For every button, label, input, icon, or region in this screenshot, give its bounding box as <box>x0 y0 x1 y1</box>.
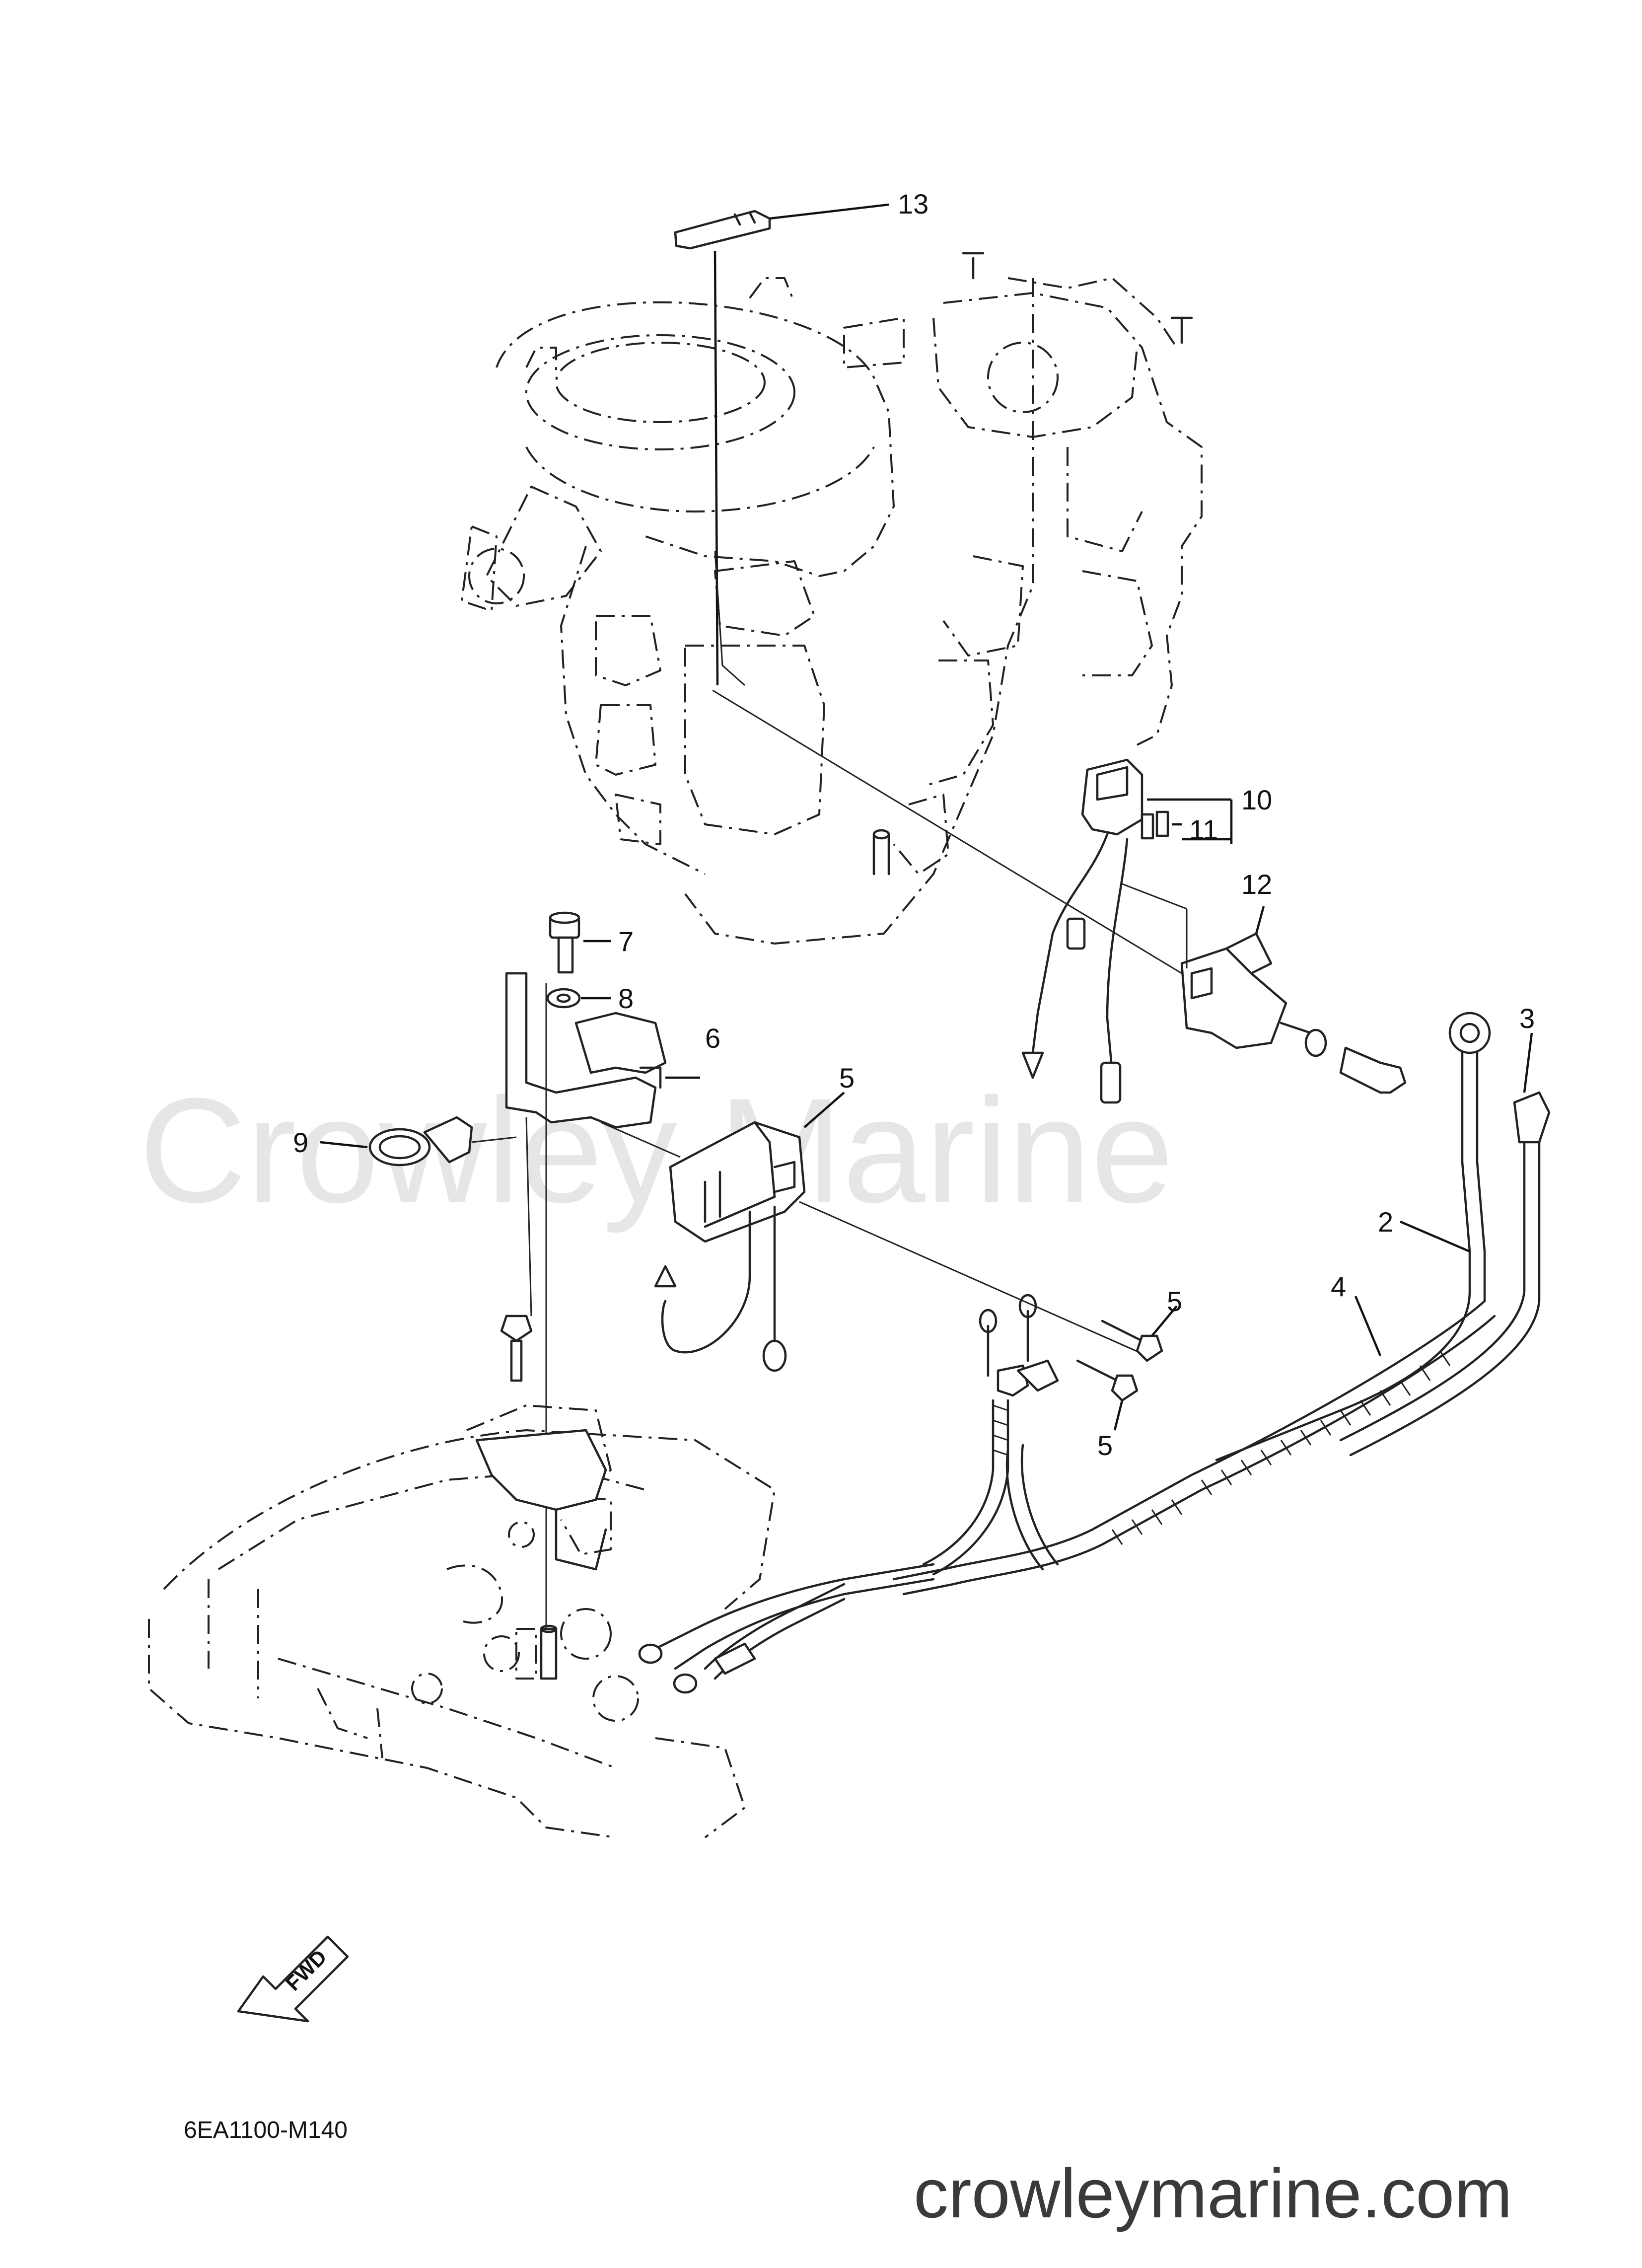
callout-12: 12 <box>1241 869 1272 900</box>
part-12-bracket <box>1122 883 1407 1094</box>
part-4-relay <box>600 1092 1147 1372</box>
part-10-connector <box>714 551 1169 1104</box>
callout-2: 3 <box>1519 1003 1535 1034</box>
diagram-code: 6EA1100-M140 <box>184 2117 348 2143</box>
callout-6: 6 <box>705 1023 720 1054</box>
part-6-bracket <box>505 972 700 1649</box>
callout-5-lower: 5 <box>1097 1430 1113 1461</box>
callout-1: 2 <box>1378 1206 1393 1238</box>
part-8-washer <box>546 988 611 1009</box>
callout-3: 4 <box>1331 1271 1346 1302</box>
mount-bolt <box>475 1315 607 1680</box>
part-5-bolts <box>1076 1305 1178 1431</box>
lower-mount <box>148 1404 776 1838</box>
callout-4: 5 <box>839 1062 855 1094</box>
callout-8: 8 <box>618 983 634 1014</box>
part-13-clip <box>674 203 889 686</box>
site-footer: crowleymarine.com <box>914 2154 1512 2232</box>
callout-5-upper: 5 <box>1167 1286 1182 1317</box>
fwd-arrow-icon: FWD <box>237 1935 349 2023</box>
callout-13: 13 <box>898 188 928 219</box>
engine-block <box>461 252 1203 945</box>
watermark-text: Crowley Marine <box>139 1067 1174 1235</box>
part-7-bolt <box>549 911 611 974</box>
cables <box>638 1012 1551 1694</box>
cable-3-coil <box>1111 1350 1451 1545</box>
callout-11: 11 <box>1189 814 1218 845</box>
cable-branch-coil <box>993 1404 1008 1456</box>
callout-10: 10 <box>1241 784 1272 815</box>
part-9-clip <box>320 1116 517 1167</box>
callout-labels: 13 10 11 12 7 8 6 5 9 3 2 4 5 5 <box>293 188 1535 1461</box>
callout-9: 9 <box>293 1127 308 1158</box>
callout-7: 7 <box>618 926 634 957</box>
